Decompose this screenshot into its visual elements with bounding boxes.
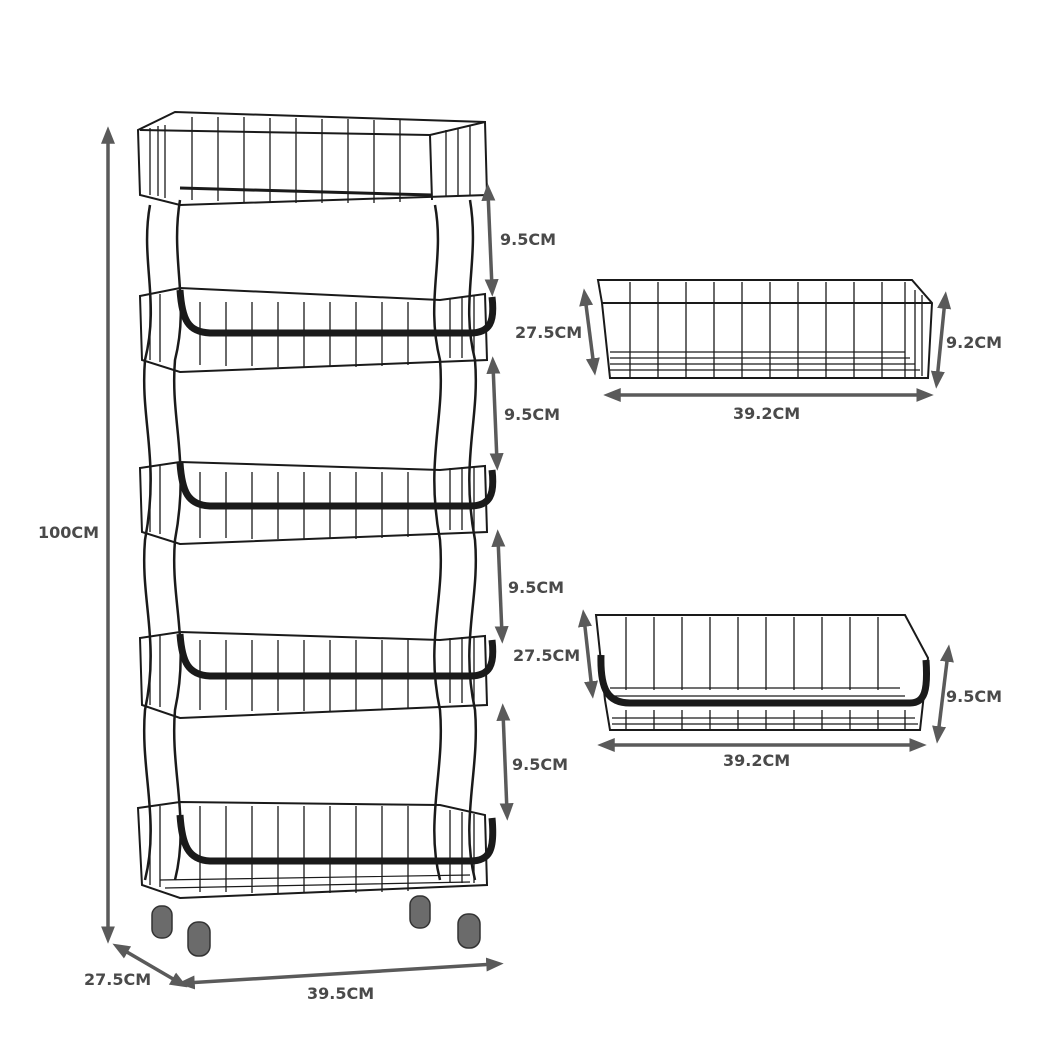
cart-wheels (151, 895, 481, 957)
top-basket-illustration (596, 279, 934, 379)
depth-arrow (112, 943, 188, 988)
lower-basket-width-label: 39.2CM (723, 751, 791, 770)
cart-frame-posts (142, 199, 478, 881)
cart-tier-1-basket (136, 110, 489, 207)
spacing-arrow-1 (481, 183, 499, 297)
cart-width-label: 39.5CM (307, 984, 375, 1003)
spacing-arrow-2 (486, 356, 504, 471)
lower-basket-depth-label: 27.5CM (513, 646, 581, 665)
lower-basket-illustration (594, 614, 931, 731)
wheel-back-right (457, 913, 481, 949)
tier-spacing-2-label: 9.5CM (504, 405, 561, 424)
width-arrow (177, 957, 504, 990)
tier-spacing-1-label: 9.5CM (500, 230, 557, 249)
tier-spacing-4-label: 9.5CM (512, 755, 569, 774)
cart-tier-3-basket (138, 460, 497, 546)
top-basket-depth-label: 27.5CM (515, 323, 583, 342)
cart-dimension-arrows (101, 126, 514, 990)
cart-depth-label: 27.5CM (84, 970, 152, 989)
wheel-front-left (151, 905, 173, 939)
spacing-arrow-4 (496, 703, 514, 821)
tier-spacing-3-label: 9.5CM (508, 578, 565, 597)
cart-height-label: 100CM (38, 523, 100, 542)
top-basket-width-label: 39.2CM (733, 404, 801, 423)
spacing-arrow-3 (491, 529, 509, 644)
top-basket-dimension-arrows (579, 288, 952, 402)
cart-tier-5-basket (136, 800, 497, 900)
wheel-back-left (187, 921, 211, 957)
cart-tier-2-basket (138, 286, 497, 374)
lower-basket-height-label: 9.5CM (946, 687, 1003, 706)
wheel-front-right (409, 895, 431, 929)
cart-illustration (136, 110, 497, 957)
lower-basket-dimension-arrows (578, 609, 954, 752)
cart-tier-4-basket (138, 630, 497, 720)
top-basket-height-label: 9.2CM (946, 333, 1003, 352)
